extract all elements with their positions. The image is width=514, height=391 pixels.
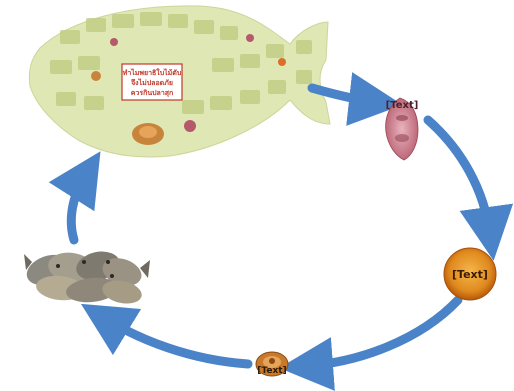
fish-pile-node <box>24 251 150 304</box>
liver-fluke-shape <box>385 97 419 161</box>
snail-label: [Text] <box>257 366 286 376</box>
egg-label: [Text] <box>452 268 488 281</box>
egg-node: [Text] <box>443 247 497 301</box>
arrow-fishes-to-fish <box>48 151 101 245</box>
fish-poster: ทำไมพยาธิใบไม้ตับ จึงไม่ปลอดภัย ควรกินปล… <box>28 5 331 158</box>
arrow-fish-to-fluke <box>307 72 403 126</box>
poster-headline-line3: ควรกินปลาสุก <box>131 89 174 97</box>
arrow-snail-to-fishes <box>80 303 253 369</box>
poster-headline-line2: จึงไม่ปลอดภัย <box>130 78 173 87</box>
egg-shape <box>443 247 497 301</box>
poster-headline-line1: ทำไมพยาธิใบไม้ตับ <box>123 68 182 77</box>
poster-decor <box>91 34 286 145</box>
cycle-arrows <box>48 72 514 391</box>
poster-headline-box <box>121 63 183 101</box>
snail-node: [Text] <box>255 351 289 377</box>
liver-fluke-node: [Text] <box>385 97 419 161</box>
arrow-egg-to-snail <box>279 295 463 391</box>
fluke-label: [Text] <box>386 100 419 111</box>
fish-pile-image <box>24 251 150 304</box>
arrow-fluke-to-egg <box>423 115 514 261</box>
poster-panels <box>50 12 312 114</box>
